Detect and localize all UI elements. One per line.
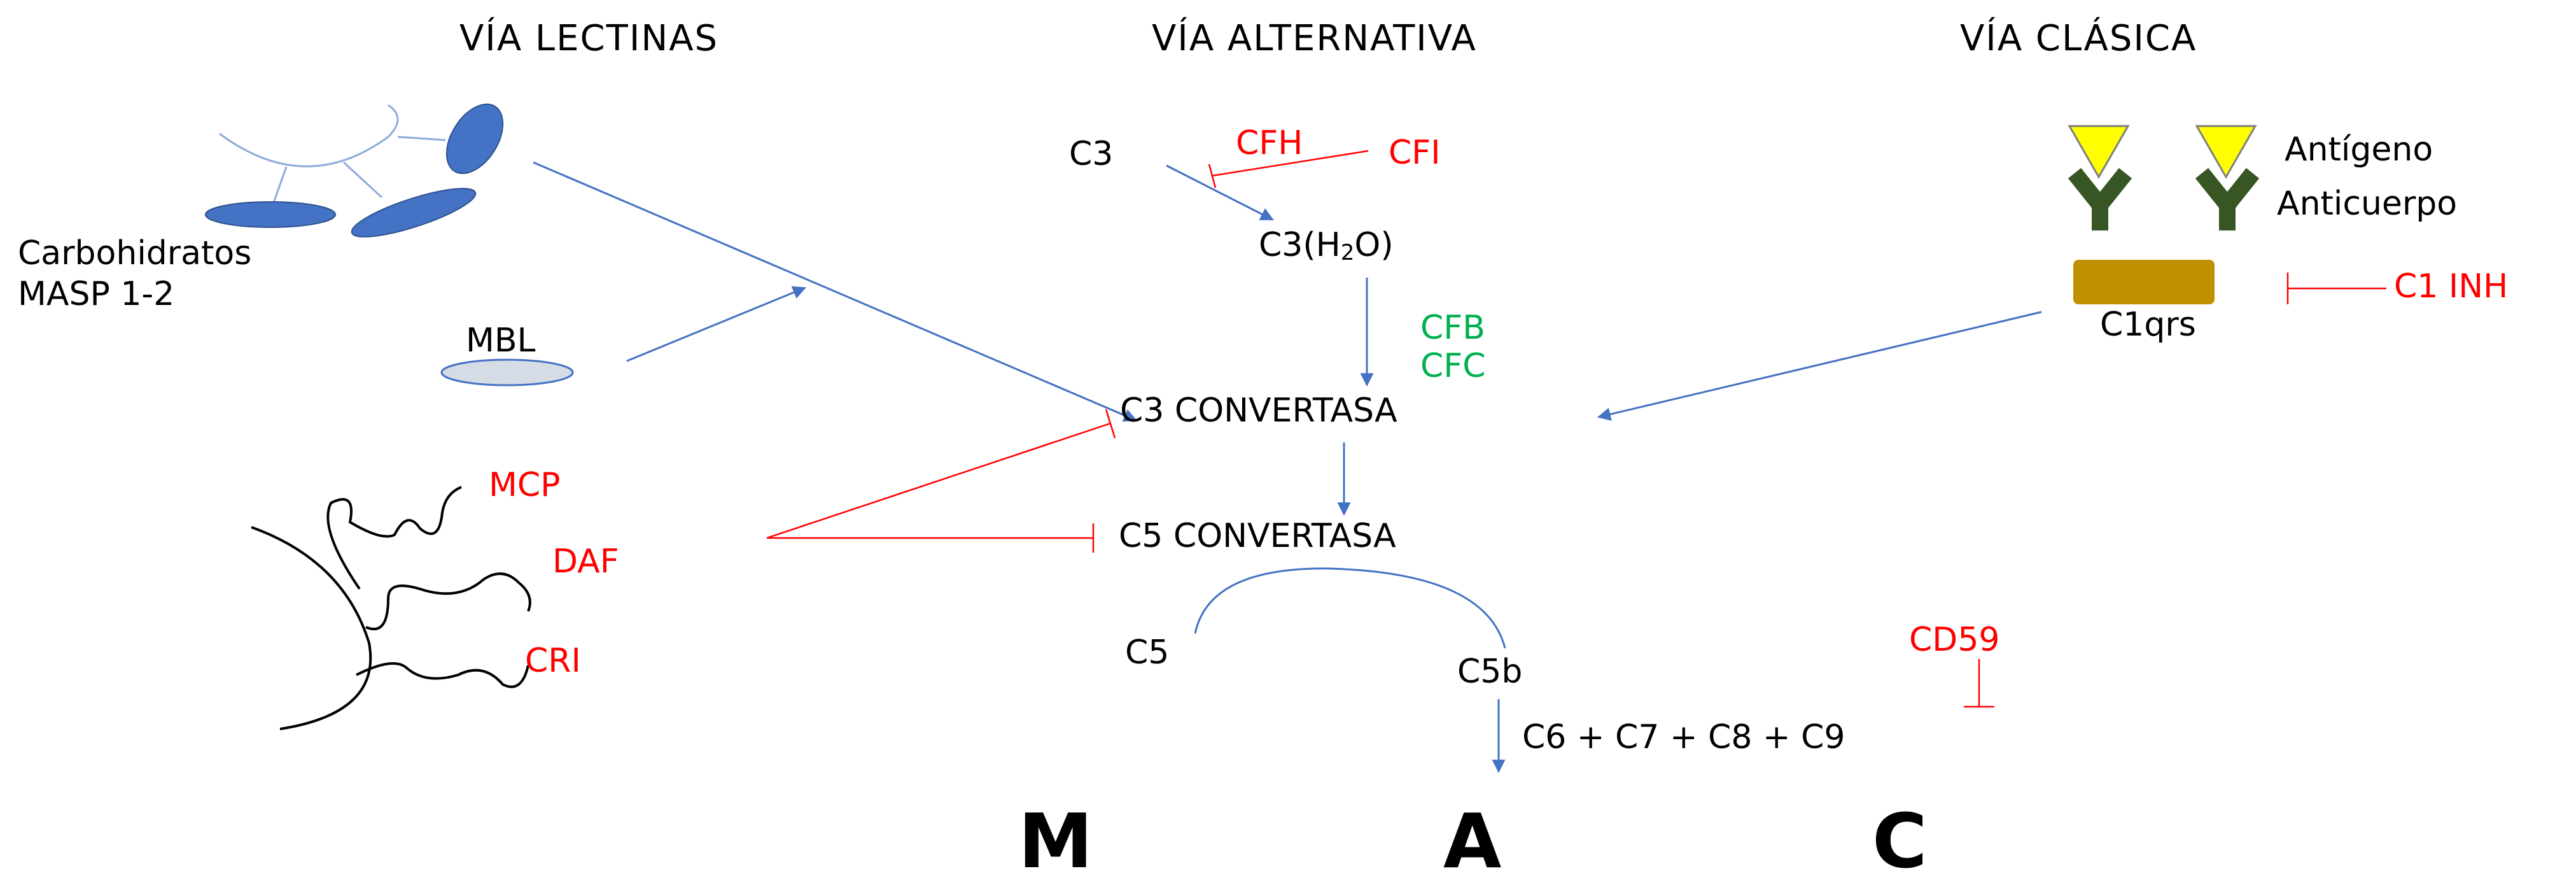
header-alternative-pathway: VÍA ALTERNATIVA bbox=[1152, 18, 1477, 59]
header-lectin-pathway: VÍA LECTINAS bbox=[459, 18, 719, 59]
lectin-carbohydrate-icon bbox=[205, 103, 504, 237]
mac-letter-c: C bbox=[1872, 797, 1928, 885]
label-antigeno: Antígeno bbox=[2285, 131, 2433, 169]
inhibition-lines bbox=[766, 150, 2386, 708]
label-cfh: CFH bbox=[1236, 124, 1303, 162]
label-mcp: MCP bbox=[489, 466, 561, 504]
label-c5-convertasa: C5 CONVERTASA bbox=[1119, 517, 1396, 555]
label-anticuerpo: Anticuerpo bbox=[2277, 185, 2458, 223]
label-c3h2o: C3(H2O) bbox=[1259, 226, 1394, 266]
label-c5b: C5b bbox=[1457, 653, 1523, 691]
mbl-shape bbox=[440, 358, 574, 386]
activation-arrows bbox=[533, 161, 2042, 774]
label-c1-inh: C1 INH bbox=[2394, 267, 2509, 306]
label-daf: DAF bbox=[552, 542, 619, 581]
label-masp: MASP 1-2 bbox=[18, 275, 175, 313]
label-cfi: CFI bbox=[1389, 134, 1441, 172]
label-cfc: CFC bbox=[1420, 347, 1486, 385]
mac-letter-a: A bbox=[1443, 797, 1502, 885]
label-c5: C5 bbox=[1125, 634, 1170, 672]
header-classical-pathway: VÍA CLÁSICA bbox=[1960, 18, 2197, 59]
c1qrs-box bbox=[2073, 260, 2215, 304]
label-carbohidratos: Carbohidratos bbox=[18, 234, 252, 273]
mac-letter-m: M bbox=[1018, 797, 1093, 885]
label-c3-convertasa: C3 CONVERTASA bbox=[1120, 392, 1397, 430]
label-terminal-complex: C6 + C7 + C8 + C9 bbox=[1522, 718, 1845, 756]
label-cfb: CFB bbox=[1420, 309, 1485, 347]
label-c3: C3 bbox=[1069, 135, 1114, 173]
label-cri: CRI bbox=[525, 642, 581, 680]
label-mbl: MBL bbox=[466, 322, 536, 360]
label-c1qrs: C1qrs bbox=[2100, 306, 2196, 344]
cell-membrane-icon bbox=[251, 486, 531, 730]
label-cd59: CD59 bbox=[1909, 621, 2000, 659]
antibody-antigen-icon bbox=[2068, 125, 2260, 230]
